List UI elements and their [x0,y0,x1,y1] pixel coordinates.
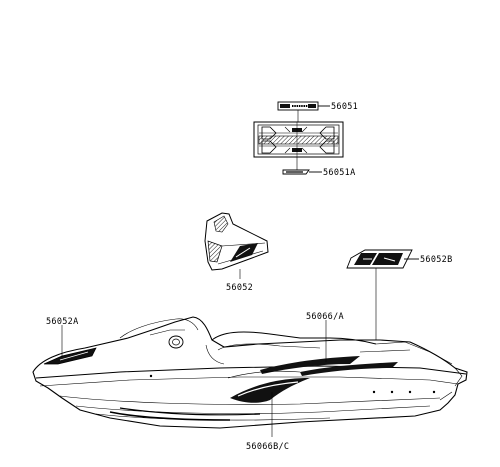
decal-56052b-logo[interactable] [346,249,413,269]
label-56052a: 56052A [46,317,79,327]
label-56052: 56052 [226,283,253,293]
watercraft-hull [32,316,468,429]
label-56066bc: 56066B/C [246,442,289,452]
decal-56052-fairing[interactable] [204,212,269,271]
decal-56051-strip[interactable] [277,101,319,111]
label-56051a: 56051A [323,168,356,178]
deck-panel-decal[interactable] [253,121,344,158]
label-56066a: 56066/A [306,312,344,322]
label-56052b: 56052B [420,255,453,265]
label-56051: 56051 [331,102,358,112]
decal-56051a[interactable] [282,169,310,175]
